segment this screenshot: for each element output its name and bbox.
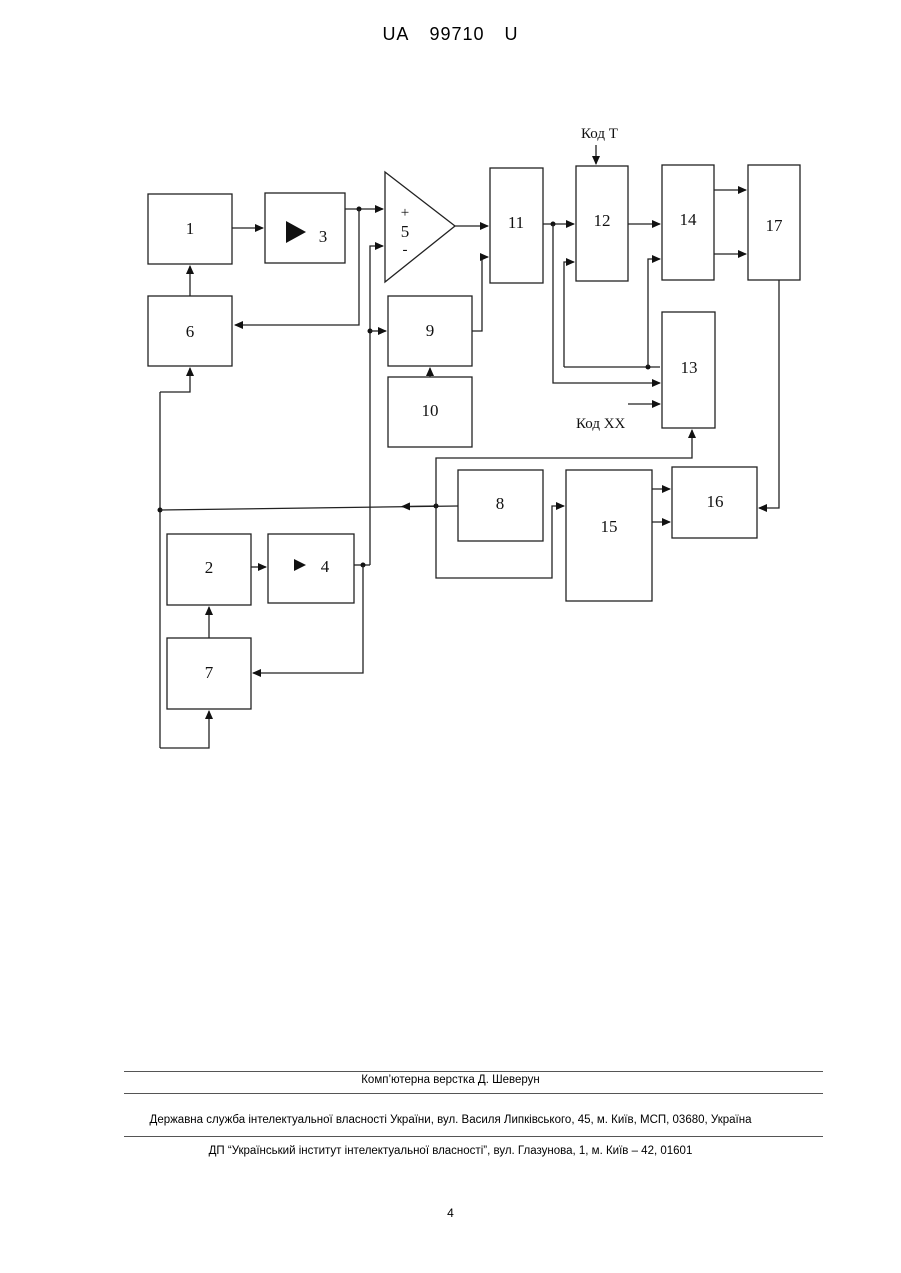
footer-rule-3 [124, 1136, 823, 1137]
institute-address: ДП “Український інститут інтелектуальної… [0, 1145, 901, 1157]
label-6: 6 [186, 322, 195, 341]
page-number: 4 [0, 1206, 901, 1220]
label-17: 17 [766, 216, 784, 235]
signal-code-xx: Код ХХ [576, 416, 626, 432]
label-12: 12 [594, 211, 611, 230]
agency-address: Державна служба інтелектуальної власност… [0, 1114, 901, 1126]
comparator-minus: - [403, 242, 408, 258]
block-4 [268, 534, 354, 603]
label-5: 5 [401, 222, 410, 241]
label-15: 15 [601, 517, 618, 536]
label-10: 10 [422, 401, 439, 420]
footer-rule-2 [124, 1093, 823, 1094]
label-3: 3 [319, 227, 328, 246]
block-5-comparator [385, 172, 455, 282]
label-2: 2 [205, 558, 214, 577]
label-7: 7 [205, 663, 214, 682]
label-13: 13 [681, 358, 698, 377]
label-4: 4 [321, 557, 330, 576]
label-16: 16 [707, 492, 724, 511]
label-14: 14 [680, 210, 698, 229]
comparator-plus: + [401, 205, 409, 221]
layout-credit: Комп’ютерна верстка Д. Шеверун [0, 1074, 901, 1086]
block-3 [265, 193, 345, 263]
label-8: 8 [496, 494, 505, 513]
label-9: 9 [426, 321, 435, 340]
label-11: 11 [508, 213, 524, 232]
footer-rule-1 [124, 1071, 823, 1072]
signal-code-t: Код Т [581, 126, 618, 142]
label-1: 1 [186, 219, 195, 238]
